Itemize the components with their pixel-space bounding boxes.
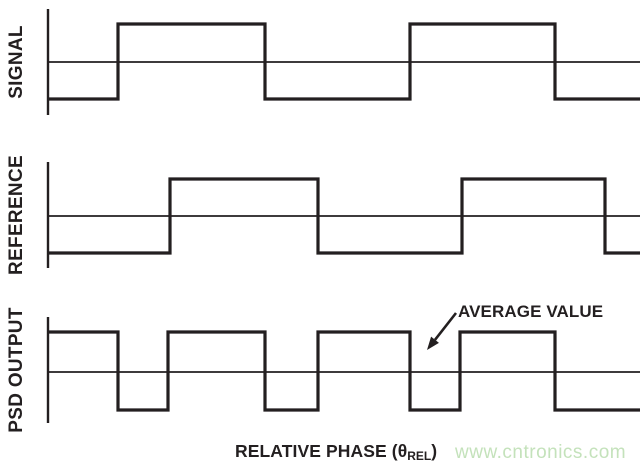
relative-phase-close-paren: ) bbox=[431, 441, 438, 461]
reference-axis-label: REFERENCE bbox=[6, 155, 27, 275]
average-value-annotation: AVERAGE VALUE bbox=[458, 302, 604, 321]
theta-symbol: θ bbox=[397, 441, 408, 461]
signal-axis-label: SIGNAL bbox=[6, 25, 27, 99]
relative-phase-text: RELATIVE PHASE ( bbox=[235, 441, 398, 461]
relative-phase-axis-label: RELATIVE PHASE (θREL) bbox=[235, 441, 438, 463]
psd-output-axis-label: PSD OUTPUT bbox=[6, 307, 27, 433]
watermark-url: www.cntronics.com bbox=[455, 442, 627, 463]
theta-subscript: REL bbox=[407, 449, 432, 463]
